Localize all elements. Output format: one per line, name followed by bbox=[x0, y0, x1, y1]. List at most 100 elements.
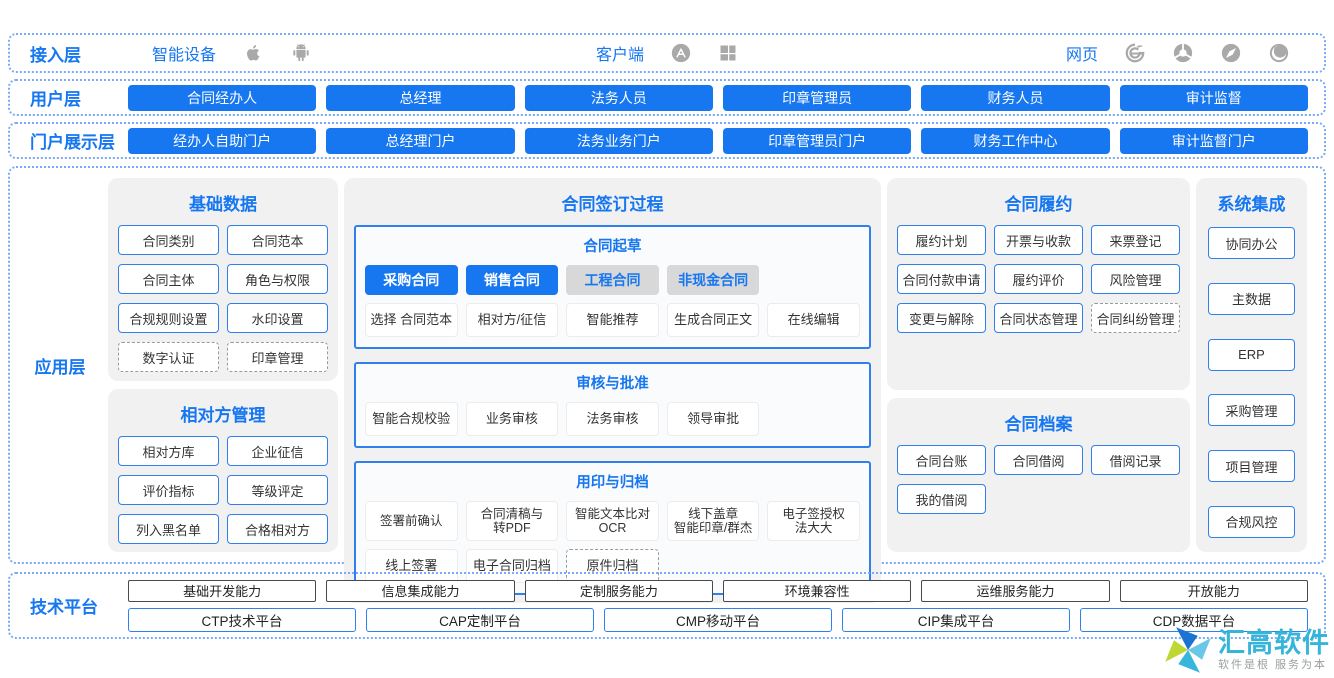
vendor-name: 汇高软件 bbox=[1218, 627, 1330, 658]
step-box: 智能文本比对 OCR bbox=[566, 501, 659, 541]
chrome-icon bbox=[1172, 42, 1194, 64]
counterparty-grid: 相对方库企业征信评价指标等级评定列入黑名单合格相对方 bbox=[118, 436, 328, 544]
user-pills: 合同经办人总经理法务人员印章管理员财务人员审计监督 bbox=[128, 84, 1324, 111]
archive-panel: 合同档案 合同台账合同借阅借阅记录我的借阅 bbox=[887, 398, 1190, 552]
module-box: 采购管理 bbox=[1208, 394, 1295, 427]
performance-panel: 合同履约 履约计划开票与收款来票登记合同付款申请履约评价风险管理变更与解除合同状… bbox=[887, 178, 1190, 390]
capability-box: 定制服务能力 bbox=[524, 579, 713, 602]
counterparty-title: 相对方管理 bbox=[180, 406, 266, 425]
step-box: 智能合规校验 bbox=[365, 402, 458, 436]
step-box: 智能推荐 bbox=[566, 303, 659, 337]
integration-title: 系统集成 bbox=[1217, 195, 1286, 214]
step-box: 在线编辑 bbox=[767, 303, 860, 337]
contract-type-pill: 非现金合同 bbox=[666, 265, 760, 295]
capability-box: 开放能力 bbox=[1119, 579, 1308, 602]
module-box: 合同主体 bbox=[118, 264, 219, 294]
appstore-icon bbox=[670, 42, 692, 64]
step-box: 原件归档 bbox=[566, 549, 659, 583]
module-box: 协同办公 bbox=[1208, 227, 1295, 259]
review-steps: 智能合规校验业务审核法务审核领导审批 bbox=[365, 402, 860, 436]
application-layer-label-wrap: 应用层 bbox=[18, 178, 102, 552]
module-box: 合规风控 bbox=[1208, 505, 1295, 538]
pinwheel-logo-icon bbox=[1162, 624, 1214, 676]
module-box: 合规规则设置 bbox=[118, 303, 219, 333]
portal-pill: 法务业务门户 bbox=[524, 127, 713, 154]
column-signing: 合同签订过程 合同起草 采购合同销售合同工程合同非现金合同 选择 合同范本相对方… bbox=[344, 178, 881, 603]
capability-box: 运维服务能力 bbox=[921, 579, 1110, 602]
module-box: 履约计划 bbox=[897, 225, 986, 255]
platform-box: CIP集成平台 bbox=[842, 607, 1070, 632]
user-role-pill: 印章管理员 bbox=[722, 84, 912, 111]
portal-pill: 财务工作中心 bbox=[921, 127, 1110, 154]
contract-type-pill: 采购合同 bbox=[365, 265, 458, 295]
platform-box: CAP定制平台 bbox=[366, 607, 594, 632]
ie-icon bbox=[1124, 42, 1146, 64]
access-group-smart-devices: 智能设备 bbox=[152, 35, 312, 71]
user-role-pill: 合同经办人 bbox=[128, 84, 317, 111]
portal-pill: 经办人自助门户 bbox=[128, 127, 317, 154]
platform-box: CMP移动平台 bbox=[604, 607, 832, 632]
tech-layer-row: 技术平台 基础开发能力信息集成能力定制服务能力环境兼容性运维服务能力开放能力 C… bbox=[8, 572, 1326, 639]
draft-title: 合同起草 bbox=[583, 239, 642, 255]
contract-type-pill: 工程合同 bbox=[566, 265, 659, 295]
module-box: 印章管理 bbox=[227, 342, 328, 372]
platform-box: CTP技术平台 bbox=[128, 607, 356, 632]
application-layer-row: 应用层 基础数据 合同类别合同范本合同主体角色与权限合规规则设置水印设置数字认证… bbox=[8, 166, 1326, 603]
step-box: 法务审核 bbox=[566, 402, 659, 436]
access-group-client: 客户端 bbox=[596, 35, 738, 71]
module-box: 合同范本 bbox=[227, 225, 328, 255]
portal-pills: 经办人自助门户总经理门户法务业务门户印章管理员门户财务工作中心审计监督门户 bbox=[128, 127, 1324, 154]
portal-pill: 印章管理员门户 bbox=[722, 127, 912, 154]
capability-box: 环境兼容性 bbox=[722, 579, 912, 602]
step-box: 生成合同正文 bbox=[666, 303, 760, 337]
access-layer-label: 接入层 bbox=[30, 45, 81, 65]
step-box: 选择 合同范本 bbox=[365, 303, 458, 337]
seal-steps-row2: 线上签署电子合同归档原件归档 bbox=[365, 549, 860, 583]
archive-grid: 合同台账合同借阅借阅记录我的借阅 bbox=[897, 445, 1180, 514]
step-box: 线下盖章 智能印章/群杰 bbox=[666, 501, 760, 541]
module-box: 变更与解除 bbox=[897, 303, 986, 333]
performance-title: 合同履约 bbox=[1004, 195, 1073, 214]
signing-title: 合同签订过程 bbox=[561, 195, 664, 214]
user-layer-label: 用户层 bbox=[30, 90, 81, 109]
column-performance: 合同履约 履约计划开票与收款来票登记合同付款申请履约评价风险管理变更与解除合同状… bbox=[887, 178, 1190, 552]
module-box: 水印设置 bbox=[227, 303, 328, 333]
module-box: 履约评价 bbox=[994, 264, 1083, 294]
module-box: ERP bbox=[1208, 338, 1295, 371]
vendor-tagline: 软件是根 服务为本 bbox=[1218, 658, 1328, 671]
module-box: 开票与收款 bbox=[994, 225, 1083, 255]
vendor-logo: 汇高软件 软件是根 服务为本 bbox=[1162, 624, 1330, 676]
module-box: 风险管理 bbox=[1091, 264, 1180, 294]
access-layer-row: 接入层 智能设备 客户端 网页 bbox=[8, 33, 1326, 73]
capability-box: 信息集成能力 bbox=[326, 579, 515, 602]
portal-pill: 审计监督门户 bbox=[1119, 127, 1308, 154]
portal-layer-row: 门户展示层 经办人自助门户总经理门户法务业务门户印章管理员门户财务工作中心审计监… bbox=[8, 122, 1326, 159]
module-box: 合同付款申请 bbox=[897, 264, 986, 294]
firefox-icon bbox=[1268, 42, 1290, 64]
module-box: 主数据 bbox=[1208, 282, 1295, 315]
tech-capabilities-row: 基础开发能力信息集成能力定制服务能力环境兼容性运维服务能力开放能力 bbox=[128, 579, 1308, 602]
portal-pill: 总经理门户 bbox=[326, 127, 515, 154]
signing-panel: 合同签订过程 合同起草 采购合同销售合同工程合同非现金合同 选择 合同范本相对方… bbox=[344, 178, 881, 603]
user-role-pill: 总经理 bbox=[326, 84, 515, 111]
web-label: 网页 bbox=[1065, 47, 1098, 64]
module-box: 合同状态管理 bbox=[994, 303, 1083, 333]
module-box: 角色与权限 bbox=[227, 264, 328, 294]
module-box: 合同纠纷管理 bbox=[1091, 303, 1180, 333]
user-role-pill: 财务人员 bbox=[921, 84, 1110, 111]
android-icon bbox=[290, 42, 312, 64]
basic-data-panel: 基础数据 合同类别合同范本合同主体角色与权限合规规则设置水印设置数字认证印章管理 bbox=[108, 178, 338, 381]
draft-pills: 采购合同销售合同工程合同非现金合同 bbox=[365, 265, 860, 295]
module-box: 合同类别 bbox=[118, 225, 219, 255]
tech-layer-label: 技术平台 bbox=[30, 598, 98, 617]
step-box: 签署前确认 bbox=[365, 501, 458, 541]
step-box: 线上签署 bbox=[365, 549, 458, 583]
archive-title: 合同档案 bbox=[1004, 415, 1073, 434]
step-box: 相对方/征信 bbox=[465, 303, 559, 337]
portal-layer-label: 门户展示层 bbox=[30, 133, 115, 152]
step-box: 电子签授权 法大大 bbox=[767, 501, 860, 541]
